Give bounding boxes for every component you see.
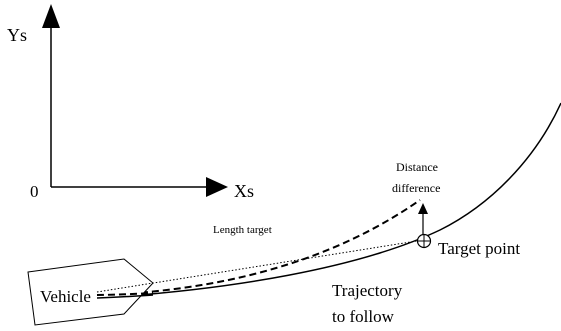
distance-difference-label-line2: difference (392, 181, 440, 195)
vehicle-shape (27, 258, 154, 326)
length-target-dotted-line (96, 239, 424, 293)
trajectory-label-line2: to follow (332, 307, 395, 326)
length-target-inside-vehicle (96, 282, 154, 293)
trajectory-label-line1: Trajectory (332, 281, 403, 300)
y-axis-label: Ys (7, 25, 27, 45)
planned-path-inside-vehicle (96, 292, 154, 296)
trajectory-curve (96, 102, 561, 299)
length-target-label: Length target (213, 224, 272, 236)
target-point-label: Target point (438, 239, 520, 258)
distance-difference-label-line1: Distance (396, 160, 438, 174)
distance-difference-arrowhead (418, 203, 428, 214)
trajectory-curve-inside-vehicle (96, 294, 154, 299)
vehicle-label: Vehicle (40, 287, 91, 306)
origin-label: 0 (30, 182, 39, 201)
x-axis-arrowhead (206, 177, 228, 197)
x-axis-label: Xs (234, 181, 254, 201)
y-axis-arrowhead (42, 4, 60, 28)
